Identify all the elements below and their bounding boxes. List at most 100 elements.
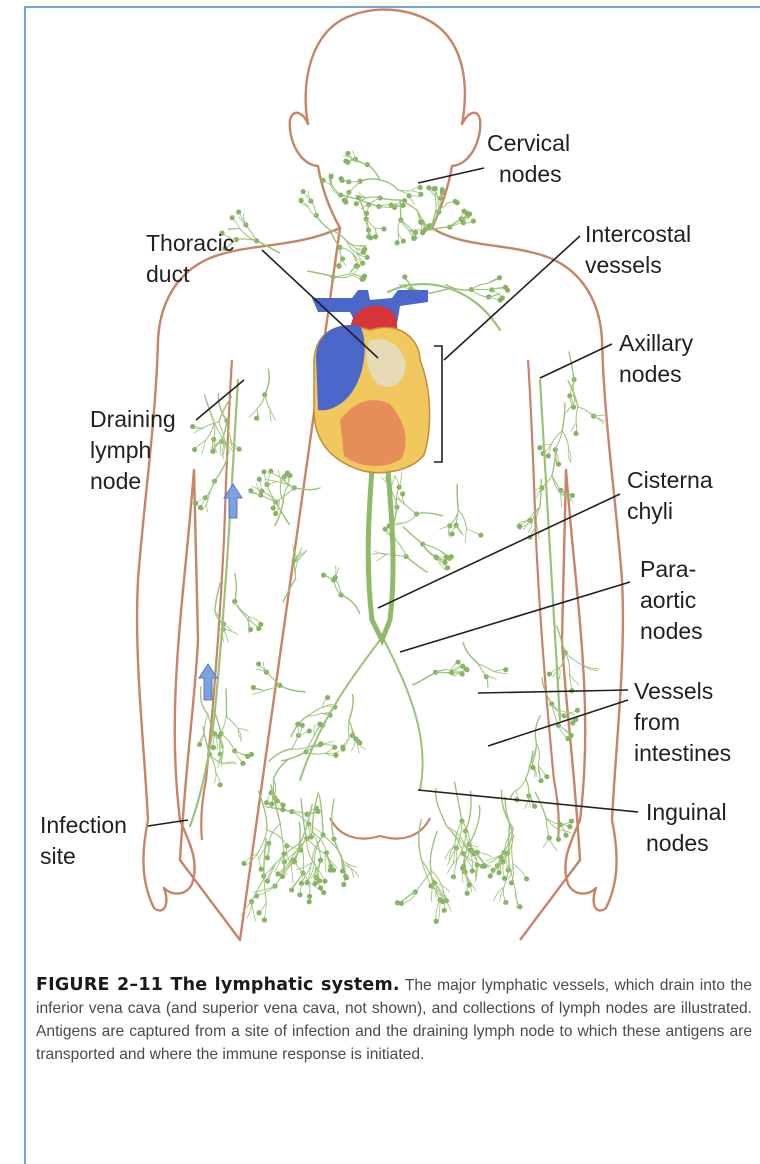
lymph-node bbox=[364, 211, 369, 216]
leader-paraaortic bbox=[400, 582, 630, 652]
lymph-node bbox=[488, 873, 493, 878]
lymph-node bbox=[318, 742, 323, 747]
lymph-node bbox=[354, 263, 359, 268]
lymph-vessel bbox=[313, 832, 321, 860]
label-vessels-from-intestines: Vessels from intestines bbox=[634, 676, 731, 769]
lymph-node bbox=[271, 506, 276, 511]
lymph-vessel bbox=[569, 352, 574, 380]
lymph-node bbox=[465, 891, 470, 896]
lymph-node bbox=[556, 837, 561, 842]
lymph-node bbox=[218, 782, 223, 787]
lymph-vessel bbox=[360, 179, 380, 181]
lymph-node bbox=[496, 870, 501, 875]
lymph-vessel bbox=[223, 441, 224, 458]
lymph-node bbox=[503, 285, 508, 290]
leader-inguinal bbox=[418, 790, 638, 812]
lymph-vessel bbox=[395, 540, 406, 557]
lymph-vessel bbox=[235, 602, 249, 617]
lymph-node bbox=[297, 892, 302, 897]
lymph-node bbox=[400, 491, 405, 496]
lymph-node bbox=[401, 238, 406, 243]
lymph-vessel bbox=[561, 494, 562, 508]
groin-outline bbox=[330, 818, 430, 839]
lymph-node bbox=[570, 720, 575, 725]
lymph-node bbox=[500, 295, 505, 300]
lymph-vessel bbox=[540, 479, 541, 507]
lymph-node bbox=[461, 864, 466, 869]
leader-vessels-b bbox=[488, 700, 628, 746]
lymph-node bbox=[342, 198, 347, 203]
lymph-node bbox=[318, 885, 323, 890]
lymph-vessel bbox=[265, 369, 269, 395]
lymph-node bbox=[575, 708, 580, 713]
lymph-node bbox=[455, 200, 460, 205]
lymph-vessel bbox=[344, 862, 357, 867]
lymph-vessel bbox=[456, 525, 463, 535]
lymph-node bbox=[445, 565, 450, 570]
lymph-vessel bbox=[349, 695, 353, 721]
lymph-node bbox=[280, 807, 285, 812]
lymph-vessel bbox=[224, 763, 237, 764]
label-inguinal-nodes: Inguinal nodes bbox=[646, 797, 727, 859]
label-line: vessels bbox=[585, 250, 691, 281]
lymph-vessel bbox=[384, 640, 423, 790]
lymph-node bbox=[341, 882, 346, 887]
lymph-node bbox=[317, 878, 322, 883]
lymph-node bbox=[383, 527, 388, 532]
label-cervical-nodes: Cervical nodes bbox=[487, 128, 570, 190]
lymph-node bbox=[471, 218, 476, 223]
lymph-vessel bbox=[417, 513, 443, 516]
lymph-node bbox=[321, 572, 326, 577]
lymph-vessel bbox=[341, 595, 360, 613]
lymph-node bbox=[321, 178, 326, 183]
lymph-vessel bbox=[435, 789, 447, 827]
intercostal-bracket bbox=[434, 346, 442, 462]
lymph-vessel bbox=[280, 824, 284, 854]
lymph-node bbox=[317, 722, 322, 727]
lymph-node bbox=[567, 824, 572, 829]
lymph-vessel bbox=[335, 566, 336, 578]
label-line: Infection bbox=[40, 810, 127, 841]
lymph-node bbox=[298, 198, 303, 203]
lymph-vessel bbox=[399, 498, 405, 505]
label-line: Cisterna bbox=[627, 465, 713, 496]
lymph-node bbox=[431, 186, 436, 191]
label-line: Thoracic bbox=[146, 228, 234, 259]
lymph-vessel bbox=[265, 479, 277, 481]
thoracic-duct bbox=[368, 470, 393, 640]
lymph-node bbox=[312, 881, 317, 886]
lymph-vessel bbox=[270, 410, 275, 420]
lymph-node bbox=[442, 908, 447, 913]
lymph-vessel bbox=[458, 511, 466, 529]
label-line: intestines bbox=[634, 738, 731, 769]
label-draining-lymph-node: Draining lymph node bbox=[90, 404, 176, 497]
lymph-node bbox=[340, 746, 345, 751]
lymph-node bbox=[426, 185, 431, 190]
lymph-node bbox=[322, 879, 327, 884]
lymph-vessel bbox=[267, 807, 293, 812]
lymph-node bbox=[295, 721, 300, 726]
lymph-node bbox=[368, 235, 373, 240]
lymph-node bbox=[569, 818, 574, 823]
lymph-vessel bbox=[348, 720, 349, 738]
lymph-node bbox=[321, 890, 326, 895]
lymph-vessel bbox=[300, 640, 380, 780]
lymph-node bbox=[257, 477, 262, 482]
lymph-node bbox=[264, 800, 269, 805]
lymph-vessel bbox=[403, 527, 422, 544]
lymph-vessel bbox=[282, 752, 307, 761]
lymph-node bbox=[210, 449, 215, 454]
label-line: chyli bbox=[627, 496, 713, 527]
lymph-node bbox=[273, 511, 278, 516]
lymph-node bbox=[245, 754, 250, 759]
lymph-node bbox=[307, 728, 312, 733]
lymph-vessel bbox=[235, 574, 237, 602]
leader-vessels-a bbox=[478, 690, 628, 693]
lymph-vessel bbox=[540, 380, 560, 720]
lymph-node bbox=[563, 833, 568, 838]
lymph-node bbox=[470, 868, 475, 873]
lymph-vessel bbox=[252, 902, 256, 921]
lymph-node bbox=[285, 470, 290, 475]
heart bbox=[312, 290, 430, 473]
lymph-node bbox=[402, 274, 407, 279]
